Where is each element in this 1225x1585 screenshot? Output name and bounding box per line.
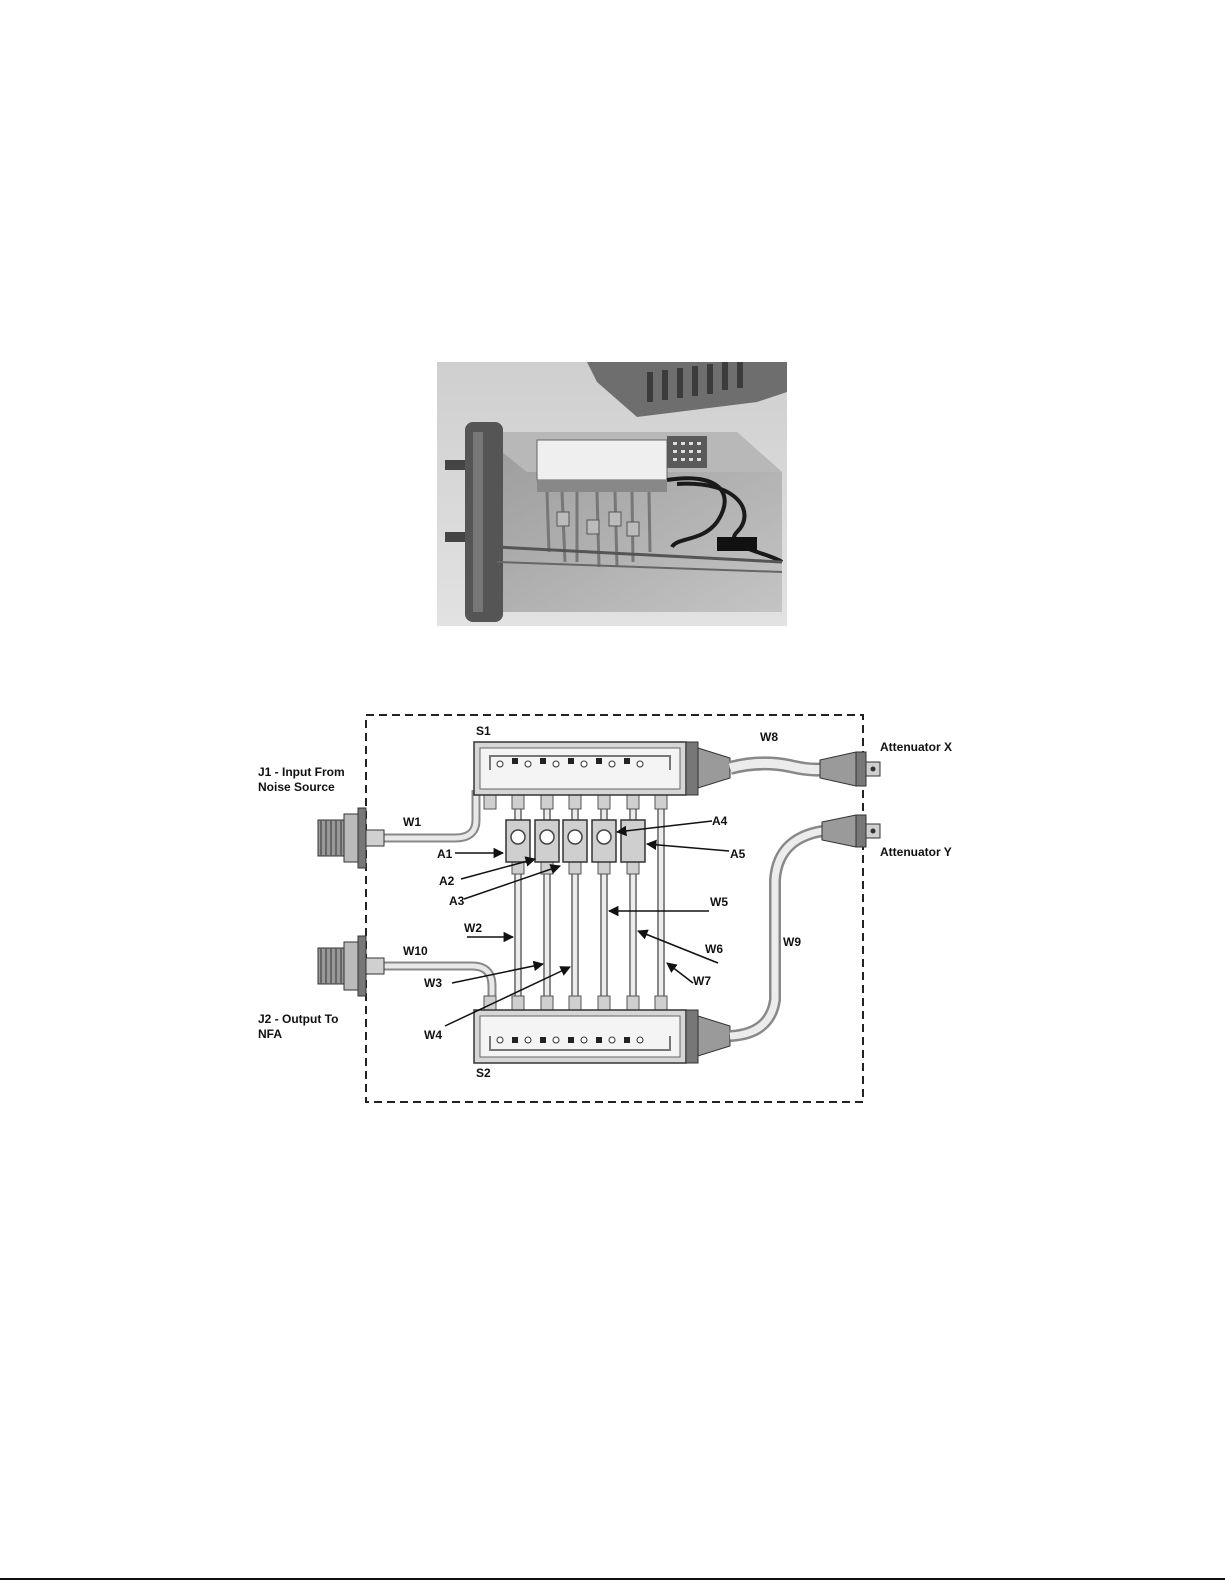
label-w4: W4 bbox=[424, 1028, 442, 1042]
label-j1-line1: J1 - Input From bbox=[258, 765, 345, 779]
label-j1-line2: Noise Source bbox=[258, 780, 335, 794]
label-s2: S2 bbox=[476, 1066, 491, 1080]
label-a4: A4 bbox=[712, 814, 728, 828]
label-a5: A5 bbox=[730, 847, 746, 861]
label-attenuator-x: Attenuator X bbox=[880, 740, 952, 754]
arrow-w7 bbox=[667, 963, 693, 983]
switch-s2 bbox=[474, 1010, 730, 1063]
label-w5: W5 bbox=[710, 895, 728, 909]
label-w1: W1 bbox=[403, 815, 421, 829]
label-j2-line1: J2 - Output To bbox=[258, 1012, 338, 1026]
label-w2: W2 bbox=[464, 921, 482, 935]
attenuator-x-connector bbox=[856, 752, 866, 786]
label-w3: W3 bbox=[424, 976, 442, 990]
switch-s1 bbox=[474, 742, 730, 795]
connector-j2 bbox=[318, 936, 384, 996]
page-bottom-rule bbox=[0, 1578, 1225, 1580]
attenuator-a5 bbox=[621, 820, 645, 862]
label-s1: S1 bbox=[476, 724, 491, 738]
label-a2: A2 bbox=[439, 874, 455, 888]
connector-j1 bbox=[318, 808, 384, 868]
label-w9: W9 bbox=[783, 935, 801, 949]
label-j2-line2: NFA bbox=[258, 1027, 282, 1041]
attenuator-y-connector bbox=[856, 815, 866, 847]
label-w7: W7 bbox=[693, 974, 711, 988]
label-a1: A1 bbox=[437, 847, 453, 861]
label-attenuator-y: Attenuator Y bbox=[880, 845, 952, 859]
cable-w1 bbox=[383, 790, 476, 838]
label-a3: A3 bbox=[449, 894, 465, 908]
label-w8: W8 bbox=[760, 730, 778, 744]
label-w6: W6 bbox=[705, 942, 723, 956]
label-w10: W10 bbox=[403, 944, 428, 958]
